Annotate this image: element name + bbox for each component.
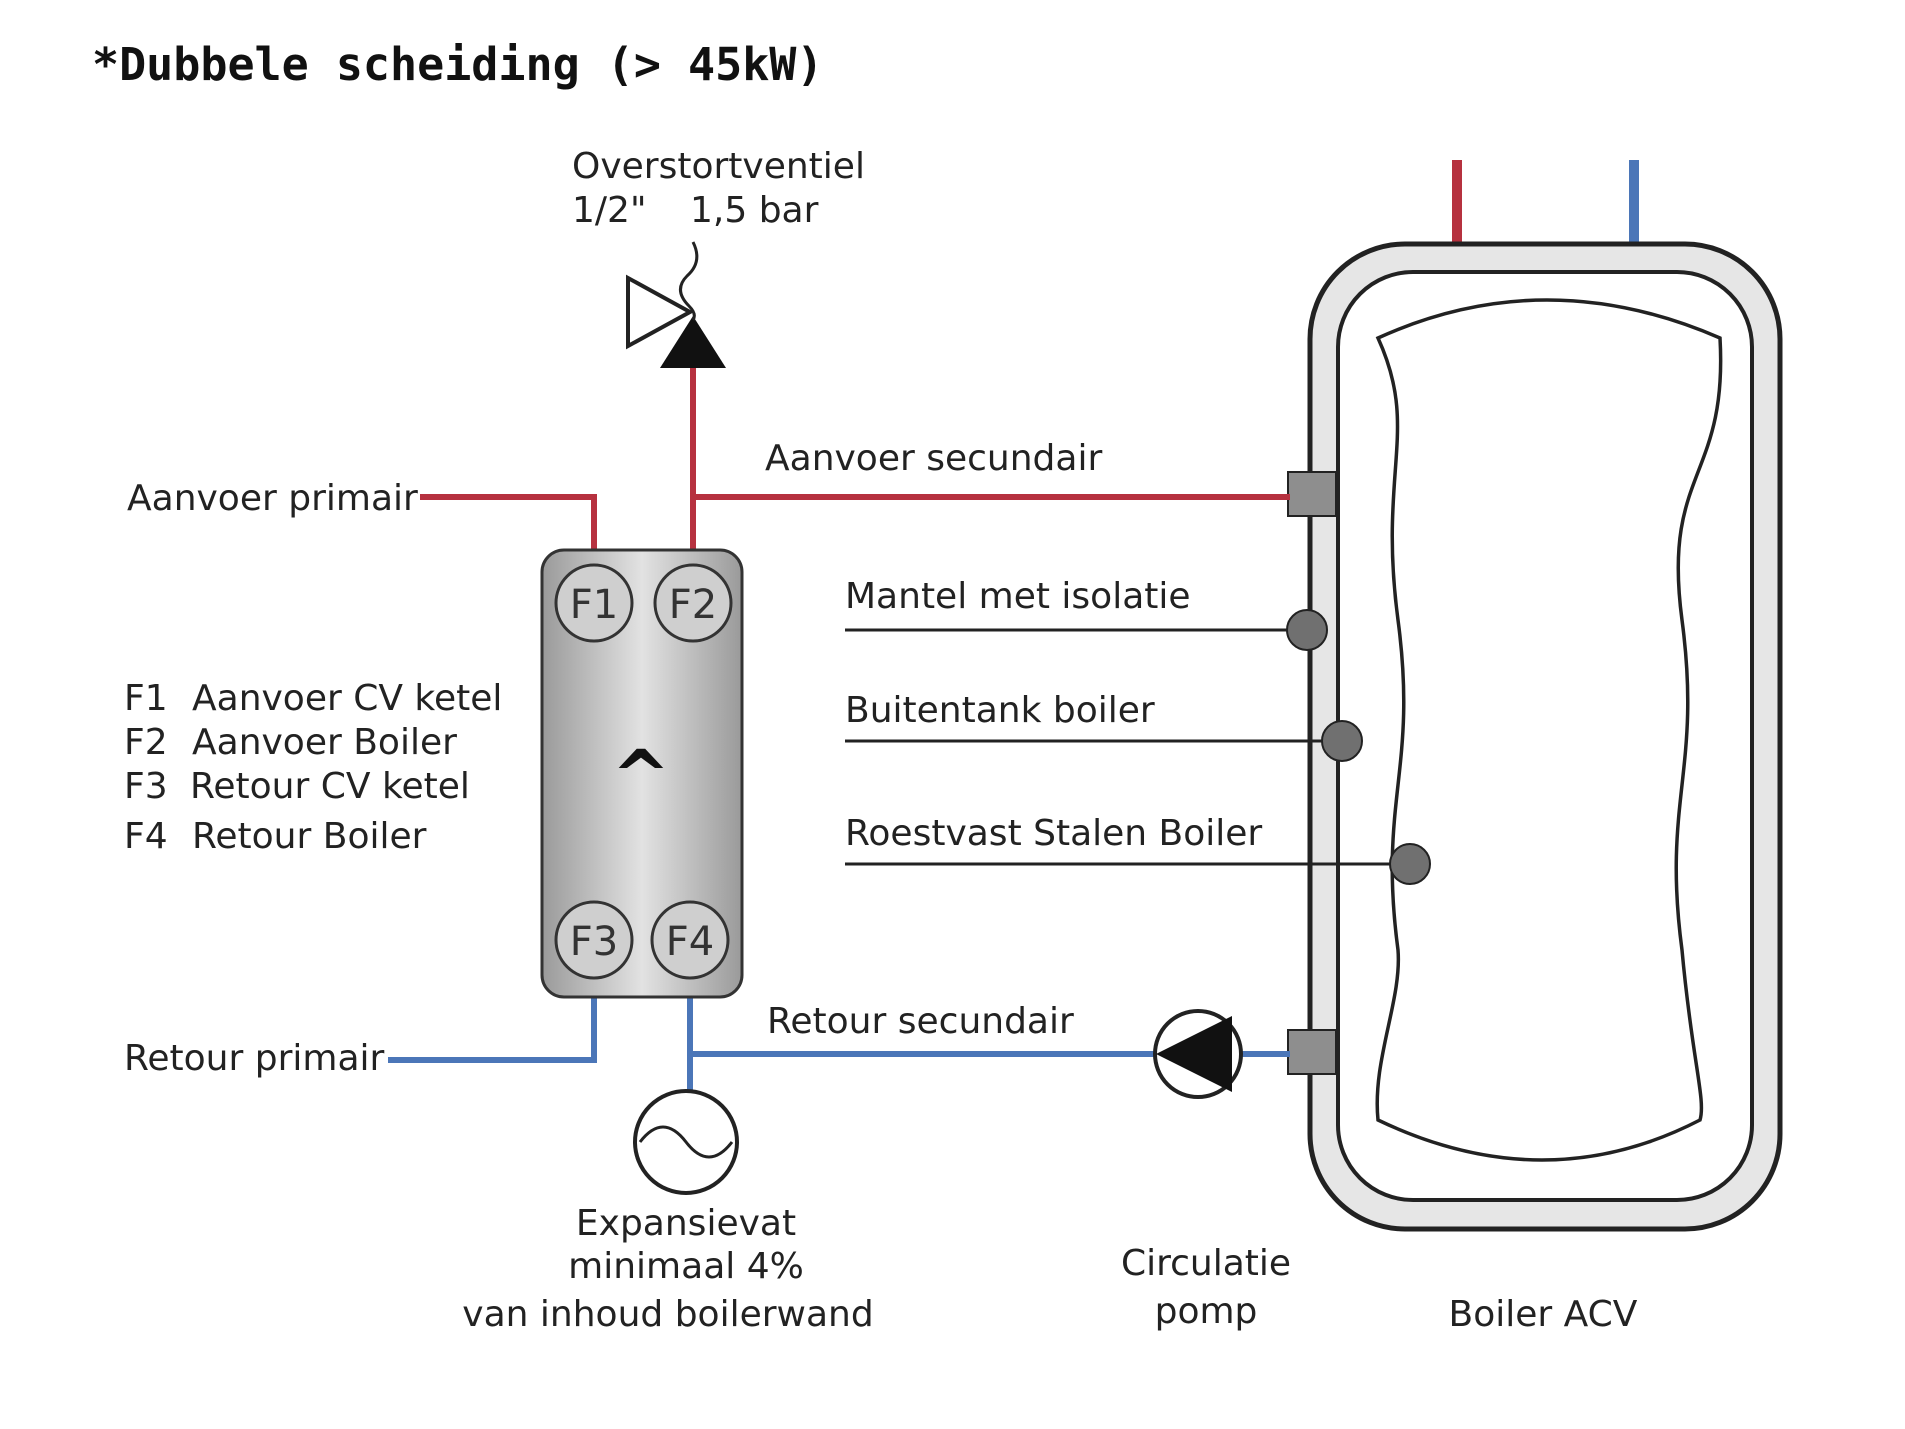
label-roestvast: Roestvast Stalen Boiler xyxy=(845,813,1262,854)
label-aanvoer-primair: Aanvoer primair xyxy=(127,478,418,519)
expansion-vessel-note: van inhoud boilerwand xyxy=(462,1294,873,1335)
boiler-label: Boiler ACV xyxy=(1449,1294,1638,1335)
legend-text: Aanvoer CV ketel xyxy=(192,678,502,719)
label-buitentank: Buitentank boiler xyxy=(845,690,1155,731)
relief-valve-body-icon xyxy=(626,274,695,350)
legend-text: Retour CV ketel xyxy=(190,766,470,807)
legend-code: F2 xyxy=(124,722,168,763)
expansion-vessel-minimum: minimaal 4% xyxy=(568,1246,804,1287)
port-legend: F1 Aanvoer CV ketel F2 Aanvoer Boiler F3… xyxy=(124,678,502,857)
secondary-supply-pipe xyxy=(690,494,1290,556)
pump-label-line2: pomp xyxy=(1155,1291,1258,1332)
pump-direction-arrow-icon xyxy=(1156,1016,1232,1092)
diagram-title: *Dubbele scheiding (> 45kW) xyxy=(92,38,824,91)
pipework xyxy=(388,365,1290,1090)
pump-label-line1: Circulatie xyxy=(1121,1243,1291,1284)
expansion-vessel xyxy=(633,1089,739,1195)
plate-heat-exchanger: ^ F1 F2 F3 F4 xyxy=(540,548,744,999)
inner-boiler-marker xyxy=(1389,843,1431,885)
label-retour-secundair: Retour secundair xyxy=(767,1001,1074,1042)
annotation-leaders xyxy=(845,609,1431,885)
port-f1: F1 xyxy=(554,563,634,643)
label-retour-primair: Retour primair xyxy=(124,1038,385,1079)
port-f2: F2 xyxy=(653,563,733,643)
outer-tank-marker xyxy=(1321,720,1363,762)
return-connection-socket xyxy=(1287,1029,1337,1075)
legend-code: F1 xyxy=(124,678,168,719)
boiler-tank xyxy=(1287,160,1783,1232)
relief-valve xyxy=(626,241,726,368)
primary-supply-pipe xyxy=(420,494,597,556)
legend-code: F3 xyxy=(124,766,168,807)
label-aanvoer-secundair: Aanvoer secundair xyxy=(765,438,1102,479)
jacket-marker xyxy=(1286,609,1328,651)
heat-exchanger-body xyxy=(540,548,744,999)
expansion-vessel-wave-icon xyxy=(638,1125,734,1159)
flow-direction-symbol: ^ xyxy=(612,735,671,817)
port-f3: F3 xyxy=(554,900,634,980)
relief-valve-spring-icon xyxy=(679,241,699,321)
circulation-pump xyxy=(1153,1009,1243,1099)
legend-code: F4 xyxy=(124,816,168,857)
port-f3-label: F3 xyxy=(570,919,618,965)
port-f4: F4 xyxy=(650,900,730,980)
expansion-vessel-label: Expansievat xyxy=(576,1203,796,1244)
relief-valve-pressure: 1,5 bar xyxy=(690,190,819,231)
label-mantel: Mantel met isolatie xyxy=(845,576,1191,617)
port-f1-label: F1 xyxy=(570,582,618,628)
relief-valve-size: 1/2" xyxy=(572,190,647,231)
port-f2-label: F2 xyxy=(669,582,717,628)
legend-text: Retour Boiler xyxy=(192,816,427,857)
relief-valve-seat-icon xyxy=(660,316,726,368)
relief-valve-name: Overstortventiel xyxy=(572,146,865,187)
port-f4-label: F4 xyxy=(666,919,714,965)
supply-connection-socket xyxy=(1287,471,1337,517)
legend-text: Aanvoer Boiler xyxy=(192,722,457,763)
primary-return-pipe xyxy=(388,985,597,1063)
stainless-inner-boiler xyxy=(1375,298,1723,1162)
